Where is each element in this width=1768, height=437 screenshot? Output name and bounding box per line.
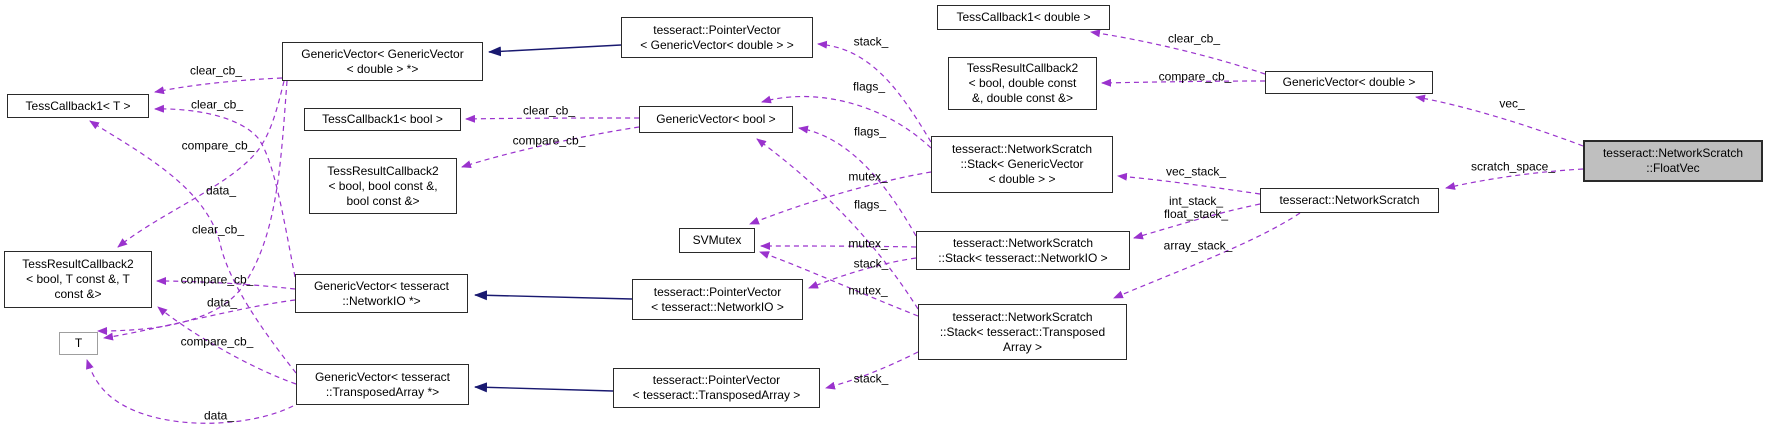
edge-clear-cb-gvnetworkio-tesscallback1t — [154, 104, 296, 278]
edge-label-flags: flags_ — [852, 79, 886, 94]
edge-label-clear-cb: clear_cb_ — [190, 97, 244, 112]
edge-label-data: data_ — [203, 408, 235, 423]
edge-label-mutex: mutex_ — [848, 169, 888, 184]
edge-label-array-stack: array_stack_ — [1163, 238, 1233, 253]
node-pointervector-genericvector-double[interactable]: tesseract::PointerVector < GenericVector… — [621, 17, 813, 58]
edge-vec-floatvec-gvdouble — [1415, 94, 1584, 147]
edge-arraystack-networkscratch-transtack — [1113, 212, 1301, 299]
edge-label-vec: vec_ — [1499, 96, 1525, 111]
edge-inherit-pointervector-genericvector-double — [488, 44, 622, 57]
edge-label-compare-cb: compare_cb_ — [181, 138, 255, 153]
edge-stack-transtack-pointervectortrans — [825, 351, 919, 390]
edge-label-clear-cb: clear_cb_ — [191, 222, 245, 237]
edge-label-int-float-stack: int_stack_ float_stack_ — [1163, 194, 1229, 221]
node-svmutex[interactable]: SVMutex — [679, 228, 755, 253]
node-stack-transposedarray[interactable]: tesseract::NetworkScratch ::Stack< tesse… — [918, 304, 1127, 360]
edge-intfloatstack-networkscratch-iostack — [1133, 203, 1261, 240]
node-genericvector-genericvector-double-ptr[interactable]: GenericVector< GenericVector < double > … — [282, 42, 483, 81]
edge-compare-cb-gvdouble2-tessresultcallback2double — [1101, 78, 1266, 87]
edge-label-compare-cb: compare_cb_ — [180, 334, 254, 349]
edge-scratchspace-floatvec-networkscratch — [1445, 168, 1584, 190]
edge-label-clear-cb: clear_cb_ — [1167, 31, 1221, 46]
edge-clear-cb-gvtransposed-tesscallback1t — [89, 120, 297, 374]
node-pointervector-transposedarray[interactable]: tesseract::PointerVector < tesseract::Tr… — [613, 368, 820, 408]
edge-data-gvnetworkio-t — [103, 299, 296, 341]
edge-label-compare-cb: compare_cb_ — [512, 133, 586, 148]
edge-label-clear-cb: clear_cb_ — [522, 103, 576, 118]
edge-vecstack-networkscratch-stack — [1117, 172, 1261, 195]
node-tesscallback1-bool[interactable]: TessCallback1< bool > — [304, 108, 461, 131]
node-tesscallback1-double[interactable]: TessCallback1< double > — [937, 5, 1110, 30]
node-genericvector-networkio-ptr[interactable]: GenericVector< tesseract ::NetworkIO *> — [295, 274, 468, 313]
edge-label-stack: stack_ — [853, 256, 889, 271]
edge-label-flags: flags_ — [853, 124, 887, 139]
edge-data-gvtransposed-t — [86, 359, 294, 424]
edge-label-compare-cb: compare_cb_ — [1158, 69, 1232, 84]
node-networkscratch[interactable]: tesseract::NetworkScratch — [1260, 188, 1439, 213]
edge-compare-cb-gvdouble-tessresultcallback2t — [117, 80, 285, 248]
edge-inherit-pointervector-networkio — [474, 290, 633, 301]
node-stack-networkio[interactable]: tesseract::NetworkScratch ::Stack< tesse… — [916, 231, 1130, 270]
edge-label-mutex: mutex_ — [848, 283, 888, 298]
edge-label-vec-stack: vec_stack_ — [1165, 164, 1227, 179]
edge-mutex-transtack-svmutex — [759, 251, 919, 317]
node-tessresultcallback2-t[interactable]: TessResultCallback2 < bool, T const &, T… — [4, 251, 152, 308]
edge-mutex-vecstack-svmutex — [749, 171, 932, 225]
edge-clear-cb-gvdouble-tesscallback1t — [154, 77, 283, 95]
edge-label-compare-cb: compare_cb_ — [180, 272, 254, 287]
edge-label-stack: stack_ — [853, 371, 889, 386]
node-tessresultcallback2-bool[interactable]: TessResultCallback2 < bool, bool const &… — [309, 158, 457, 214]
node-pointervector-networkio[interactable]: tesseract::PointerVector < tesseract::Ne… — [632, 279, 803, 320]
edge-clear-cb-gvbool-tesscallback1bool — [465, 114, 640, 123]
edge-label-flags: flags_ — [853, 197, 887, 212]
edge-data-gvdouble-t — [97, 80, 288, 335]
edge-flags-transtack-gvbool — [756, 138, 919, 310]
edge-stack-iostack-pointervectorio — [808, 257, 917, 289]
node-genericvector-double[interactable]: GenericVector< double > — [1265, 71, 1433, 94]
node-genericvector-transposedarray-ptr[interactable]: GenericVector< tesseract ::TransposedArr… — [296, 364, 469, 405]
edge-compare-cb-gvtransposed-tessresultcallback2t — [157, 306, 297, 385]
edge-stack-vecstack-pointervector — [817, 40, 932, 143]
edge-label-data: data_ — [206, 295, 238, 310]
node-tessresultcallback2-double[interactable]: TessResultCallback2 < bool, double const… — [948, 57, 1097, 110]
edge-clear-cb-gvdouble2-tesscallback1double — [1090, 29, 1266, 75]
node-networkscratch-floatvec: tesseract::NetworkScratch ::FloatVec — [1583, 140, 1763, 182]
edge-label-clear-cb: clear_cb_ — [189, 63, 243, 78]
node-template-param-t: T — [59, 332, 98, 355]
edge-flags-iostack-gvbool — [798, 125, 917, 237]
edge-flags-vecstack-gvbool — [761, 95, 932, 149]
node-genericvector-bool[interactable]: GenericVector< bool > — [639, 106, 793, 133]
edge-label-data: data_ — [205, 183, 237, 198]
node-stack-genericvector-double[interactable]: tesseract::NetworkScratch ::Stack< Gener… — [931, 136, 1113, 193]
edge-inherit-pointervector-transposedarray — [474, 382, 614, 393]
edge-label-mutex: mutex_ — [848, 236, 888, 251]
edge-label-scratch-space: scratch_space_ — [1470, 159, 1556, 174]
edge-label-stack: stack_ — [853, 34, 889, 49]
edge-mutex-iostack-svmutex — [760, 242, 917, 251]
edge-compare-cb-gvbool-tessresultcallback2bool — [461, 126, 640, 169]
node-tesscallback1-t[interactable]: TessCallback1< T > — [7, 94, 149, 118]
